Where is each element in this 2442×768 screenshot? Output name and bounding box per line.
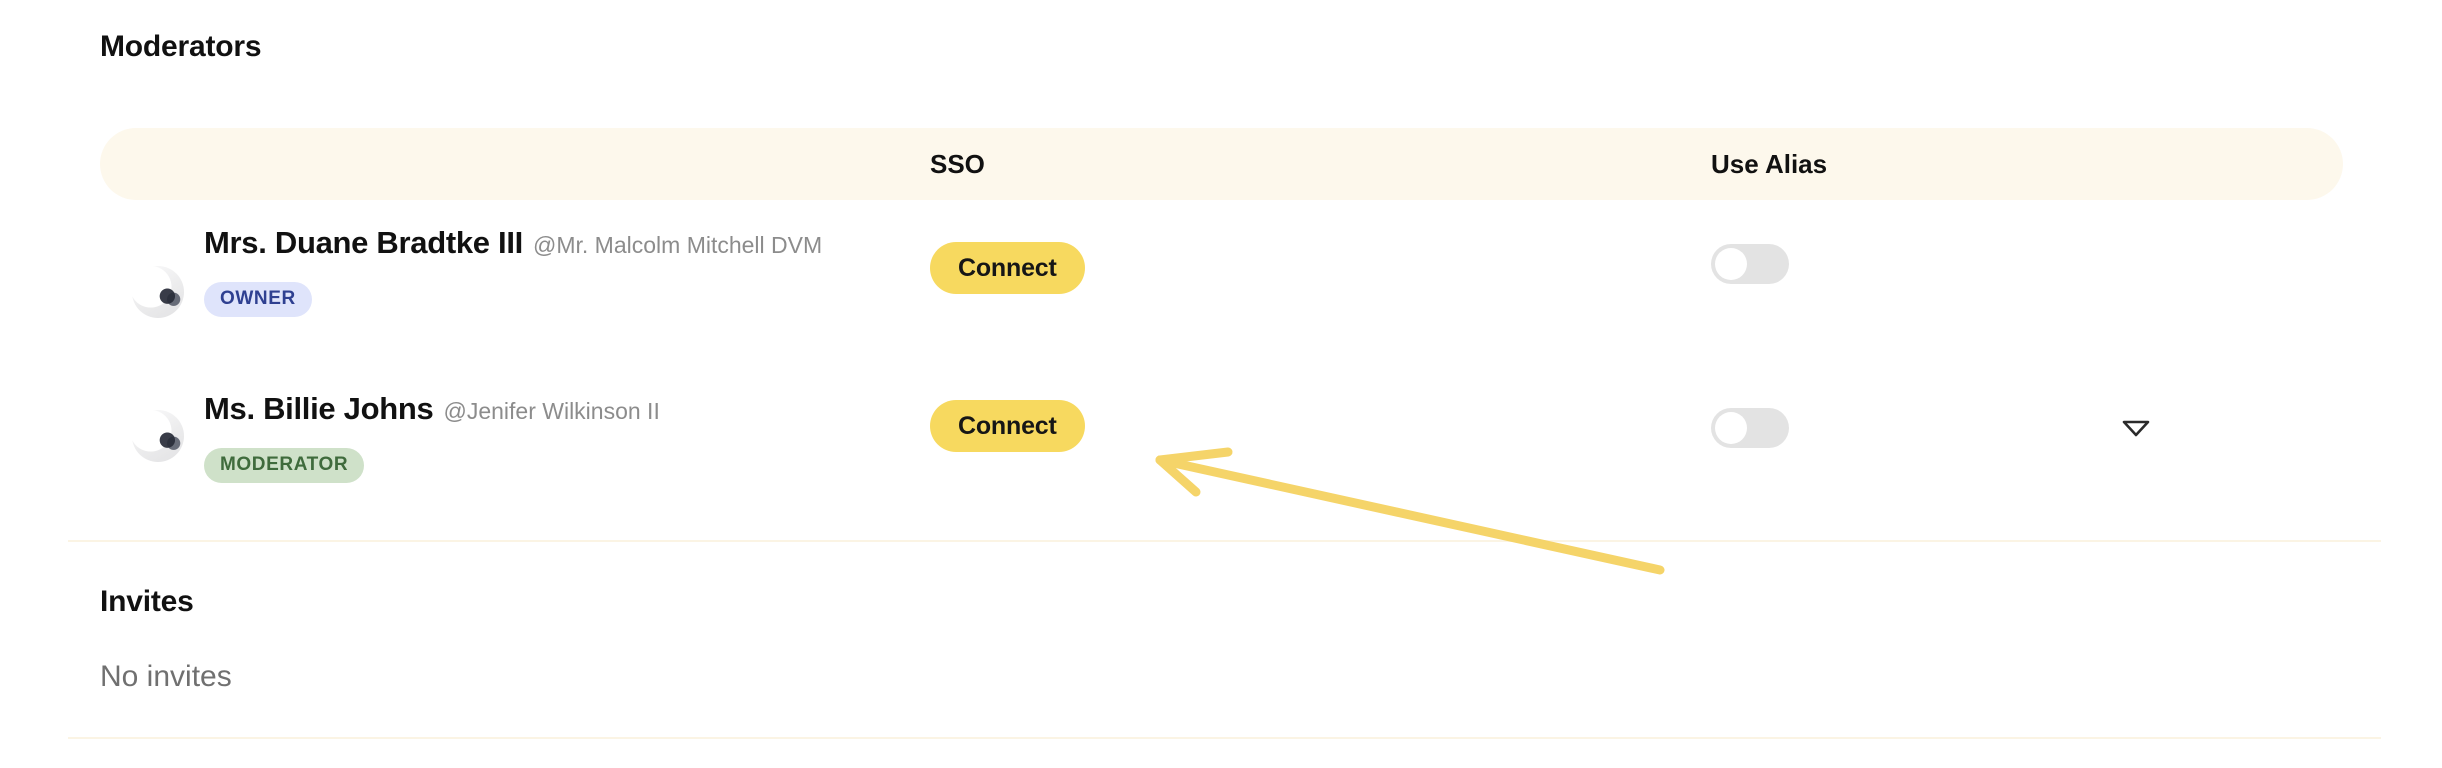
column-header-use-alias: Use Alias xyxy=(1711,149,1828,179)
chevron-down-icon xyxy=(2122,420,2150,437)
user-display-name: Ms. Billie Johns xyxy=(204,391,434,426)
use-alias-toggle[interactable] xyxy=(1711,244,1789,284)
table-row: Mrs. Duane Bradtke III @Mr. Malcolm Mitch… xyxy=(100,222,2343,352)
user-identity: Ms. Billie Johns @Jenifer Wilkinson II MO… xyxy=(204,388,864,483)
avatar xyxy=(132,410,184,462)
user-name-line: Ms. Billie Johns @Jenifer Wilkinson II xyxy=(204,388,864,440)
user-identity: Mrs. Duane Bradtke III @Mr. Malcolm Mitch… xyxy=(204,222,864,317)
user-handle: @Jenifer Wilkinson II xyxy=(443,398,660,424)
status-badge: OWNER xyxy=(204,282,312,317)
table-header-row: SSO Use Alias xyxy=(100,128,2343,200)
sso-connect-button[interactable]: Connect xyxy=(930,242,1085,294)
sso-connect-button[interactable]: Connect xyxy=(930,400,1085,452)
invites-empty-state: No invites xyxy=(100,660,232,693)
user-handle: @Mr. Malcolm Mitchell DVM xyxy=(533,232,823,258)
user-name-line: Mrs. Duane Bradtke III @Mr. Malcolm Mitch… xyxy=(204,222,864,274)
invites-title: Invites xyxy=(100,585,194,618)
toggle-knob xyxy=(1715,248,1747,280)
use-alias-toggle[interactable] xyxy=(1711,408,1789,448)
avatar xyxy=(132,266,184,318)
status-badge: MODERATOR xyxy=(204,448,365,483)
section-divider xyxy=(68,737,2381,739)
user-display-name: Mrs. Duane Bradtke III xyxy=(204,225,523,260)
table-row: Ms. Billie Johns @Jenifer Wilkinson II MO… xyxy=(100,388,2343,498)
section-divider xyxy=(68,540,2381,542)
toggle-knob xyxy=(1715,412,1747,444)
column-header-sso: SSO xyxy=(930,149,985,179)
row-menu-button[interactable] xyxy=(2112,406,2160,450)
page-title: Moderators xyxy=(100,30,262,63)
